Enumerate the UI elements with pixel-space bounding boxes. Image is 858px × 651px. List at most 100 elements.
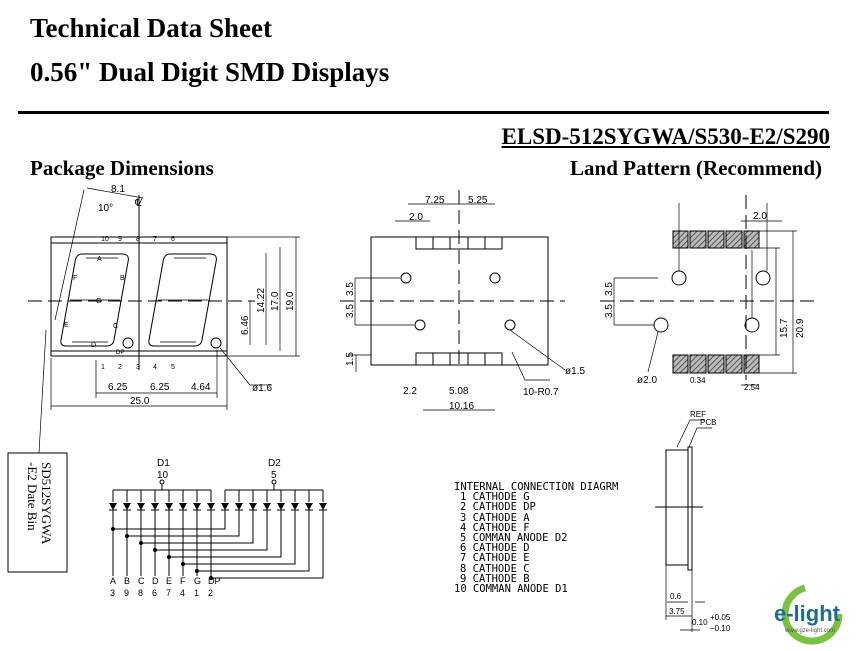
junction-dot (139, 541, 143, 545)
junction-dot (125, 534, 129, 538)
doc-subtitle: 0.56" Dual Digit SMD Displays (30, 57, 390, 87)
diode (193, 503, 201, 510)
connection-item: 3 CATHODE A (460, 511, 530, 524)
diode (123, 503, 131, 510)
connection-item: 8 CATHODE C (460, 562, 530, 575)
dim-2-2: 2.2 (403, 386, 417, 397)
side-view: REF PCB 0.6 3.75 0.10 +0.05 −0.10 (655, 410, 731, 633)
diode (249, 503, 257, 510)
dim-8-1: 8.1 (111, 184, 125, 195)
segment-label: G (194, 576, 201, 586)
pin-bottom: 2 (118, 364, 122, 371)
dim-19-0: 19.0 (285, 291, 296, 311)
junction-dot (195, 569, 199, 573)
dim-radius: 10-R0.7 (523, 387, 559, 398)
segment-label: E (166, 576, 172, 586)
label-line-1: SD512SYGWA (39, 462, 54, 545)
d1-pin: 10 (157, 470, 169, 481)
pcb-label: PCB (700, 418, 716, 427)
pin-number: 8 (138, 588, 143, 598)
junction-dot (167, 555, 171, 559)
dim-2-0-hole: ø2.0 (637, 375, 657, 386)
seg-label-g: G (96, 298, 101, 305)
seg-label-e: E (64, 322, 69, 329)
date-bin-label: SD512SYGWA -E2 Date Bin (7, 452, 68, 573)
pin-number: 3 (110, 588, 115, 598)
pin-number: 9 (124, 588, 129, 598)
logo-url: www.gze-light.com (784, 628, 835, 634)
section-land-pattern: Land Pattern (Recommend) (570, 156, 822, 180)
connection-item: 7 CATHODE E (460, 552, 530, 565)
pin-top: 10 (101, 236, 109, 243)
segment-wire (154, 510, 268, 576)
land-pattern-drawing: 2.0 3.5 3.5 ø2.0 0.34 2.54 15.7 20.9 (600, 195, 820, 392)
dim-6-46: 6.46 (240, 315, 251, 335)
diode (151, 503, 159, 510)
segment-wire (196, 510, 310, 576)
diode (179, 503, 187, 510)
connection-item: 9 CATHODE B (460, 572, 530, 585)
connection-item: 10 COMMAN ANODE D1 (454, 583, 568, 596)
segment-label: DP (208, 576, 221, 586)
dim-10-16: 10.16 (449, 401, 474, 412)
label-line-2: -E2 Date Bin (25, 462, 40, 531)
junction-dot (111, 527, 115, 531)
segment-wire (210, 510, 324, 579)
dim-6-25: 6.25 (150, 382, 170, 393)
pin-bottom: 3 (136, 364, 140, 371)
dim-0-6: 0.6 (670, 592, 682, 601)
package-front-view: 8.1 10° ℄ A B C D E F G DP 10 9 8 7 6 1 … (28, 184, 300, 454)
anode-bus (113, 484, 323, 491)
pin-number: 6 (152, 588, 157, 598)
pin-top: 8 (136, 236, 140, 243)
segment-label: A (110, 576, 116, 586)
seg-label-d: D (91, 342, 96, 349)
junction-dot (181, 562, 185, 566)
dim-1-5: 1.5 (345, 352, 356, 366)
pin-number: 2 (208, 588, 213, 598)
segment-wire (168, 510, 282, 576)
dim-hole-dia: ø1.6 (252, 383, 272, 394)
diode (235, 503, 243, 510)
dim-6-25: 6.25 (108, 382, 128, 393)
package-bottom-view: 7.25 5.25 2.0 3.5 3.5 1.5 2.2 5.08 10.16… (340, 190, 585, 412)
diode (221, 503, 229, 510)
pin-top: 9 (118, 236, 122, 243)
segment-wire (112, 510, 226, 576)
tol-plus: +0.05 (710, 613, 731, 622)
diode (277, 503, 285, 510)
tol-minus: −0.10 (710, 624, 731, 633)
connection-item: 1 CATHODE G (460, 491, 530, 504)
seg-label-f: F (73, 275, 77, 282)
dim-3-5: 3.5 (345, 282, 356, 296)
seg-label-b: B (120, 275, 125, 282)
doc-title: Technical Data Sheet (30, 13, 272, 43)
pin-top: 7 (153, 236, 157, 243)
dim-3-75: 3.75 (669, 607, 685, 616)
diode (109, 503, 117, 510)
segment-label: B (124, 576, 130, 586)
segment-label: F (180, 576, 186, 586)
pin-number: 7 (166, 588, 171, 598)
pin-number: 1 (194, 588, 199, 598)
dim-7-25: 7.25 (425, 195, 445, 206)
segment-label: D (152, 576, 159, 586)
pin-top: 6 (171, 236, 175, 243)
e-light-logo: e-light www.gze-light.com (774, 583, 843, 645)
dim-5-08: 5.08 (449, 386, 469, 397)
dim-4-64: 4.64 (191, 382, 211, 393)
pin-bottom: 5 (171, 364, 175, 371)
pin-bottom: 1 (101, 364, 105, 371)
dim-angle: 10° (98, 203, 113, 214)
segment-label: C (138, 576, 145, 586)
connection-title: INTERNAL CONNECTION DIAGRM (454, 481, 619, 493)
d2-pin: 5 (271, 470, 277, 481)
dim-25-0: 25.0 (130, 396, 150, 407)
part-number: ELSD-512SYGWA/S530-E2/S290 (501, 124, 830, 149)
diode (291, 503, 299, 510)
connection-item: 6 CATHODE D (460, 542, 530, 555)
logo-text: e-light (774, 601, 841, 626)
